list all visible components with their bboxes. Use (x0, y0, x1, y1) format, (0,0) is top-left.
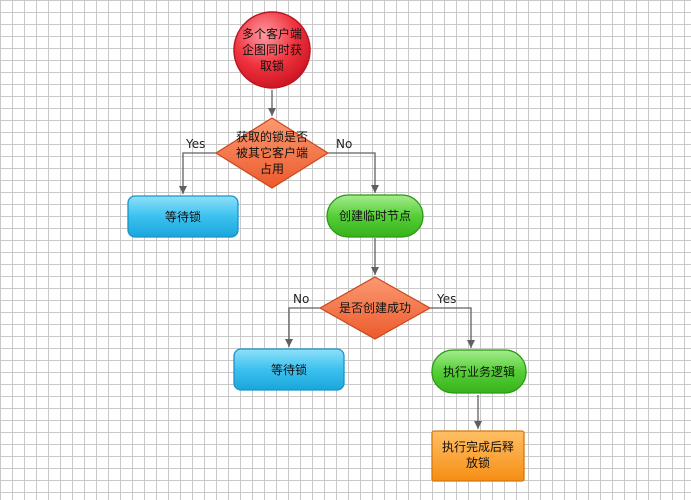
execute-logic-node-shape (431, 349, 527, 394)
start-node-line-2: 企图同时获 (242, 42, 302, 57)
edge-label-check-lock-no: No (336, 137, 352, 151)
connectors (179, 90, 482, 429)
wait-lock-node-2[interactable]: 等待锁 (233, 348, 345, 391)
wait-lock-node-1-shape (127, 195, 239, 238)
edge-label-check-lock-yes: Yes (185, 137, 205, 151)
wait-lock-node-2-shape (233, 348, 345, 391)
edge-check-lock-no (328, 152, 379, 193)
wait-lock-node-2-label: 等待锁 (271, 362, 307, 377)
release-lock-node-shape (431, 430, 525, 482)
decision-lock-occupied-shape (214, 117, 330, 189)
edge-label-check-create-yes: Yes (436, 292, 456, 306)
edge-check-create-yes (430, 307, 475, 348)
decision-create-success-label: 是否创建成功 (339, 301, 411, 315)
create-temp-node-shape (326, 194, 424, 238)
edge-check-create-no (285, 307, 320, 347)
start-node[interactable]: 多个客户端 企图同时获 取锁 (233, 11, 311, 89)
release-lock-node-line-2: 放锁 (466, 455, 490, 470)
start-node-line-3: 取锁 (260, 58, 284, 73)
edge-check-lock-yes (179, 152, 216, 194)
decision-lock-occupied[interactable]: 获取的锁是否 被其它客户端 占用 (214, 117, 330, 189)
edge-label-check-create-no: No (293, 292, 309, 306)
execute-logic-node-label: 执行业务逻辑 (443, 364, 515, 379)
release-lock-node-line-1: 执行完成后释 (442, 439, 514, 454)
decision-create-success[interactable]: 是否创建成功 (318, 276, 432, 340)
execute-logic-node[interactable]: 执行业务逻辑 (431, 349, 527, 394)
release-lock-node[interactable]: 执行完成后释 放锁 (431, 430, 525, 482)
decision-lock-occupied-line-3: 占用 (260, 161, 284, 176)
decision-create-success-shape (318, 276, 432, 340)
create-temp-node[interactable]: 创建临时节点 (326, 194, 424, 238)
start-node-shape (233, 11, 311, 89)
create-temp-node-label: 创建临时节点 (339, 209, 411, 223)
wait-lock-node-1-label: 等待锁 (165, 209, 201, 224)
decision-lock-occupied-line-1: 获取的锁是否 (236, 129, 308, 144)
decision-lock-occupied-line-2: 被其它客户端 (236, 145, 308, 160)
start-node-line-1: 多个客户端 (242, 26, 302, 41)
wait-lock-node-1[interactable]: 等待锁 (127, 195, 239, 238)
